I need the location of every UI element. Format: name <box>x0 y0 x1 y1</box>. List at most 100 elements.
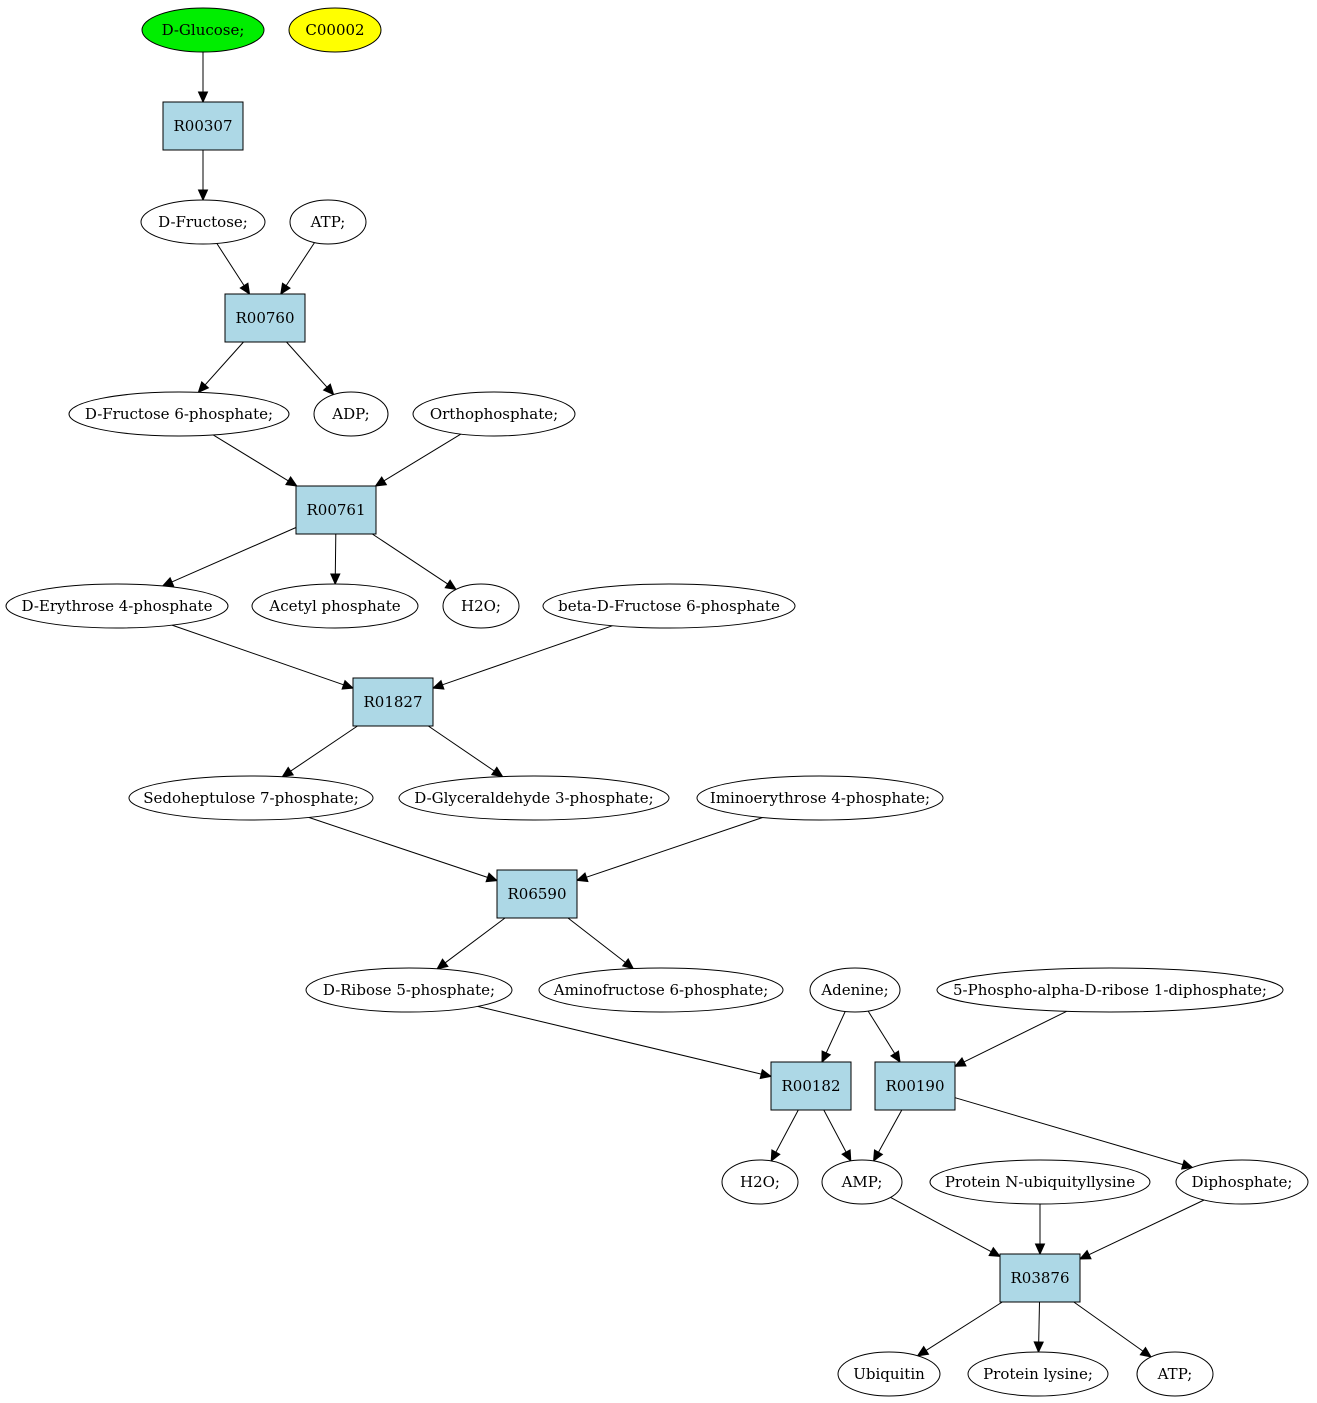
compound-ellipse <box>398 775 670 821</box>
compound-ellipse <box>412 391 576 437</box>
edge-r_R01827-to-n_s7p <box>281 725 358 778</box>
node-label: D-Fructose 6-phosphate; <box>85 405 273 423</box>
node-label: H2O; <box>740 1173 780 1191</box>
arrowhead-icon <box>759 1068 773 1080</box>
arrowhead-icon <box>197 91 209 104</box>
arrowhead-icon <box>285 475 298 487</box>
edge-line <box>308 816 488 878</box>
edge-n_amp-to-r_R03876 <box>890 1196 1002 1257</box>
compound-node-protein-n-ubiquityllysine: Protein N-ubiquityllysine <box>929 1159 1151 1205</box>
reaction-node-r00307: R00307 <box>162 101 244 151</box>
edge-line <box>285 242 315 286</box>
compound-ellipse <box>967 1351 1109 1397</box>
arrowhead-icon <box>490 766 504 778</box>
reaction-node-r00190: R00190 <box>874 1061 956 1111</box>
edge-line <box>878 1109 903 1153</box>
edge-n_e4p-to-r_R01827 <box>171 624 355 690</box>
edge-n_s7p-to-r_R06590 <box>308 816 499 883</box>
edge-r_R06590-to-n_af6p <box>567 917 635 970</box>
compound-ellipse <box>809 967 901 1013</box>
compound-node-h2o: H2O; <box>721 1159 799 1205</box>
node-label: D-Ribose 5-phosphate; <box>323 981 495 999</box>
compound-ellipse <box>141 7 265 53</box>
reaction-node-r03876: R03876 <box>999 1253 1081 1303</box>
node-label: Adenine; <box>820 981 888 999</box>
edge-line <box>1088 1199 1205 1256</box>
edge-line <box>963 1010 1067 1063</box>
edge-line <box>890 1196 992 1253</box>
edge-line <box>825 1011 846 1054</box>
compound-ellipse <box>721 1159 799 1205</box>
edge-line <box>212 434 289 482</box>
edge-r_R03876-to-n_plys <box>1033 1301 1044 1354</box>
compound-ellipse <box>289 199 367 245</box>
arrowhead-icon <box>197 381 210 394</box>
compound-ellipse <box>140 199 266 245</box>
compound-ellipse <box>305 967 513 1013</box>
arrowhead-icon <box>953 1056 967 1067</box>
compound-node-d-ribose-5-phosphate: D-Ribose 5-phosphate; <box>305 967 513 1013</box>
compound-node-sedoheptulose-7-phosphate: Sedoheptulose 7-phosphate; <box>128 775 374 821</box>
node-label: 5-Phospho-alpha-D-ribose 1-diphosphate; <box>953 981 1267 999</box>
edge-r_R06590-to-n_r5p <box>436 917 506 970</box>
nodes-layer: D-Glucose;C00002R00307D-Fructose;ATP;R00… <box>5 7 1309 1397</box>
arrowhead-icon <box>485 872 499 883</box>
reaction-box <box>295 485 377 535</box>
compound-node-d-glucose: D-Glucose; <box>141 7 265 53</box>
compound-node-protein-lysine: Protein lysine; <box>967 1351 1109 1397</box>
edge-n_adenine-to-r_R00190 <box>867 1010 901 1064</box>
compound-node-adp: ADP; <box>313 391 389 437</box>
arrowhead-icon <box>330 573 341 586</box>
edge-line <box>586 817 763 878</box>
arrowhead-icon <box>873 1149 884 1162</box>
edge-r_R00760-to-n_adp <box>286 341 335 396</box>
reaction-node-r01827: R01827 <box>352 677 434 727</box>
compound-ellipse <box>128 775 374 821</box>
compound-node-orthophosphate: Orthophosphate; <box>412 391 576 437</box>
compound-node-d-fructose: D-Fructose; <box>140 199 266 245</box>
node-label: D-Glucose; <box>162 21 245 39</box>
node-label: Aminofructose 6-phosphate; <box>553 981 769 999</box>
node-label: D-Erythrose 4-phosphate <box>22 597 213 615</box>
arrowhead-icon <box>161 576 175 587</box>
arrowhead-icon <box>916 1345 930 1357</box>
compound-ellipse <box>442 583 520 629</box>
edge-n_glucose-to-r_R00307 <box>197 52 209 104</box>
edge-n_f6p-to-r_R00761 <box>212 434 298 487</box>
edge-n_ppi-to-r_R03876 <box>1078 1199 1205 1260</box>
compound-node-aminofructose-6-phosphate: Aminofructose 6-phosphate; <box>538 967 784 1013</box>
node-label: Acetyl phosphate <box>268 597 400 615</box>
compound-node-ubiquitin: Ubiquitin <box>837 1351 941 1397</box>
compound-ellipse <box>68 391 290 437</box>
compound-ellipse <box>542 583 796 629</box>
edge-line <box>567 917 626 963</box>
edge-n_atp1-to-r_R00760 <box>280 242 315 296</box>
arrowhead-icon <box>1034 1243 1046 1256</box>
node-label: R06590 <box>507 885 566 903</box>
compound-ellipse <box>696 775 944 821</box>
arrowhead-icon <box>1033 1341 1044 1354</box>
compound-ellipse <box>251 583 419 629</box>
edge-r_R00307-to-n_fructose <box>197 150 209 202</box>
edge-line <box>823 1109 847 1153</box>
reaction-node-r06590: R06590 <box>496 869 578 919</box>
edge-r_R00761-to-n_e4p <box>161 527 297 587</box>
node-label: AMP; <box>841 1173 883 1191</box>
compound-ellipse <box>538 967 784 1013</box>
node-label: ATP; <box>1157 1365 1193 1383</box>
reaction-box <box>352 677 434 727</box>
node-label: Sedoheptulose 7-phosphate; <box>143 789 359 807</box>
edge-n_adenine-to-r_R00182 <box>821 1011 846 1064</box>
node-label: D-Fructose; <box>158 213 248 231</box>
reaction-box <box>874 1061 956 1111</box>
compound-node-atp: ATP; <box>1136 1351 1214 1397</box>
node-label: beta-D-Fructose 6-phosphate <box>558 597 780 615</box>
edge-r_R00182-to-n_amp <box>823 1109 852 1162</box>
arrowhead-icon <box>280 282 291 296</box>
edge-r_R01827-to-n_g3p <box>428 725 504 778</box>
edge-line <box>372 533 448 585</box>
compound-node-diphosphate: Diphosphate; <box>1175 1159 1309 1205</box>
edge-n_prpp-to-r_R00190 <box>953 1010 1067 1067</box>
arrowhead-icon <box>1180 1159 1194 1170</box>
arrowhead-icon <box>322 383 335 396</box>
